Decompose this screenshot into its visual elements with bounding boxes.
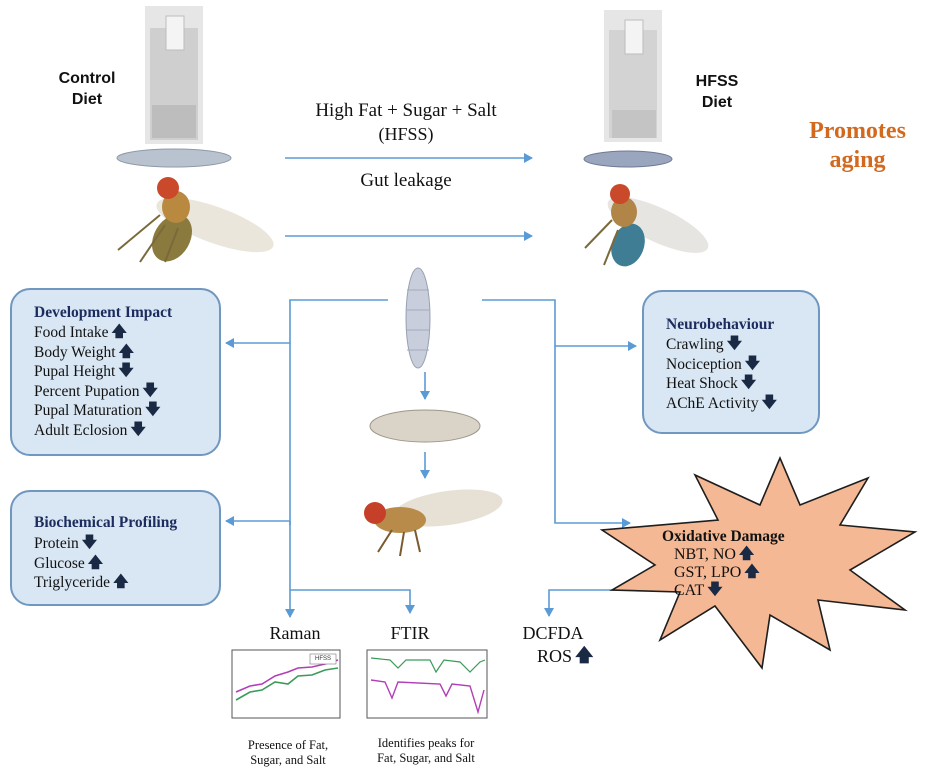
- neuro-item: Crawling🡇: [666, 335, 818, 355]
- neurobehaviour-box: Neurobehaviour Crawling🡇Nociception🡇Heat…: [642, 290, 820, 434]
- biochemical-profiling-box: Biochemical Profiling Protein🡇Glucose🡅Tr…: [10, 490, 221, 606]
- arrow-up-icon: 🡅: [118, 343, 134, 360]
- arrow-up-icon: 🡅: [111, 324, 127, 340]
- oxidative-item-label: CAT: [674, 582, 705, 599]
- development-item-label: Body Weight: [34, 343, 116, 361]
- hfss-vial-image: [604, 10, 662, 142]
- arrow-down-icon: 🡇: [761, 394, 777, 411]
- dcfda-label: DCFDA: [522, 623, 584, 643]
- development-item: Pupal Height🡇: [34, 362, 219, 382]
- development-item: Percent Pupation🡇: [34, 382, 219, 402]
- larva-stage-image: [405, 267, 431, 369]
- arrow-up-icon: 🡅: [744, 564, 760, 580]
- development-impact-box: Development Impact Food Intake🡅Body Weig…: [10, 288, 221, 456]
- arrow-to-development: [225, 299, 388, 348]
- development-item-label: Food Intake: [34, 324, 109, 341]
- arrow-up-icon: 🡅: [113, 574, 129, 590]
- raman-plot-image: [231, 649, 341, 719]
- development-item: Adult Eclosion🡇: [34, 421, 219, 441]
- biochemical-item: Glucose🡅: [34, 554, 219, 574]
- oxidative-item: CAT🡇: [674, 582, 832, 600]
- biochemical-item-label: Protein: [34, 535, 79, 552]
- control-diet-label: Control Diet: [58, 70, 116, 108]
- hfss-diet-label: HFSS Diet: [695, 73, 739, 111]
- arrow-to-oxidative: [554, 346, 631, 528]
- ros-text: ROS: [537, 646, 573, 666]
- neuro-item: AChE Activity🡇: [666, 394, 818, 414]
- oxidative-damage-title: Oxidative Damage: [662, 528, 785, 545]
- arrow-down-icon: 🡇: [740, 375, 757, 391]
- arrow-down-icon: 🡇: [81, 535, 98, 551]
- arrow-to-ftir: [290, 589, 415, 614]
- hfss-arrow-text: High Fat + Sugar + Salt: [315, 100, 497, 121]
- arrow-down-icon: 🡇: [744, 355, 761, 372]
- neuro-item: Heat Shock🡇: [666, 374, 818, 394]
- ftir-plot-image: [366, 649, 488, 719]
- gut-leakage-text: Gut leakage: [360, 170, 452, 191]
- oxidative-item-label: NBT, NO: [674, 546, 736, 563]
- development-impact-title: Development Impact: [34, 304, 173, 321]
- arrow-up-icon: 🡅: [575, 645, 594, 665]
- biochemical-item-label: Triglyceride: [34, 574, 111, 591]
- arrow-up-icon: 🡅: [87, 554, 104, 571]
- ftir-label: FTIR: [390, 623, 430, 643]
- development-item-label: Pupal Height: [34, 363, 116, 380]
- ftir-caption: Identifies peaks for Fat, Sugar, and Sal…: [377, 736, 475, 765]
- hfss-fly-image: [584, 184, 709, 267]
- development-item: Food Intake🡅: [34, 323, 219, 343]
- arrow-to-neuro: [482, 299, 637, 351]
- neurobehaviour-title: Neurobehaviour: [666, 316, 775, 333]
- biochemical-item: Triglyceride🡅: [34, 573, 219, 593]
- pupa-stage-image: [369, 409, 481, 443]
- hfss-larva-image: [583, 150, 673, 168]
- development-item: Pupal Maturation🡇: [34, 401, 219, 421]
- neuro-item-label: Crawling: [666, 336, 724, 353]
- development-item-label: Pupal Maturation: [34, 402, 143, 419]
- neuro-item-label: Heat Shock: [666, 375, 738, 392]
- development-item-label: Adult Eclosion: [34, 421, 128, 439]
- adult-fly-stage-image: [364, 489, 503, 557]
- arrow-up-icon: 🡅: [738, 546, 755, 562]
- biochemical-item: Protein🡇: [34, 534, 219, 554]
- raman-legend: HFSS: [315, 656, 332, 662]
- arrow-down-icon: 🡇: [726, 336, 743, 352]
- development-item-label: Percent Pupation: [34, 382, 140, 400]
- arrow-down-icon: 🡇: [707, 582, 723, 598]
- development-item: Body Weight🡅: [34, 343, 219, 363]
- arrow-down-icon: 🡇: [118, 363, 134, 379]
- raman-label: Raman: [269, 623, 321, 643]
- neuro-item-label: Nociception: [666, 355, 742, 373]
- promotes-aging-text: Promotes aging: [809, 118, 906, 173]
- oxidative-item: NBT, NO🡅: [674, 546, 832, 564]
- oxidative-damage-content: Oxidative Damage NBT, NO🡅GST, LPO🡅CAT🡇: [662, 528, 832, 600]
- arrow-to-dcfda: [544, 589, 640, 617]
- hfss-abbrev-text: (HFSS): [378, 124, 434, 144]
- oxidative-item: GST, LPO🡅: [674, 564, 832, 582]
- control-fly-image: [117, 177, 274, 263]
- arrow-down-icon: 🡇: [130, 421, 146, 438]
- biochemical-item-label: Glucose: [34, 554, 85, 572]
- arrow-down-icon: 🡇: [142, 382, 158, 399]
- ros-label: ROS🡅: [537, 646, 607, 667]
- biochemical-profiling-title: Biochemical Profiling: [34, 514, 178, 531]
- control-larva-image: [116, 148, 232, 168]
- oxidative-item-label: GST, LPO: [674, 564, 742, 581]
- arrow-down-icon: 🡇: [145, 402, 161, 418]
- control-vial-image: [145, 6, 203, 144]
- neuro-item-label: AChE Activity: [666, 394, 759, 412]
- neuro-item: Nociception🡇: [666, 355, 818, 375]
- oxidative-starburst: [599, 455, 918, 670]
